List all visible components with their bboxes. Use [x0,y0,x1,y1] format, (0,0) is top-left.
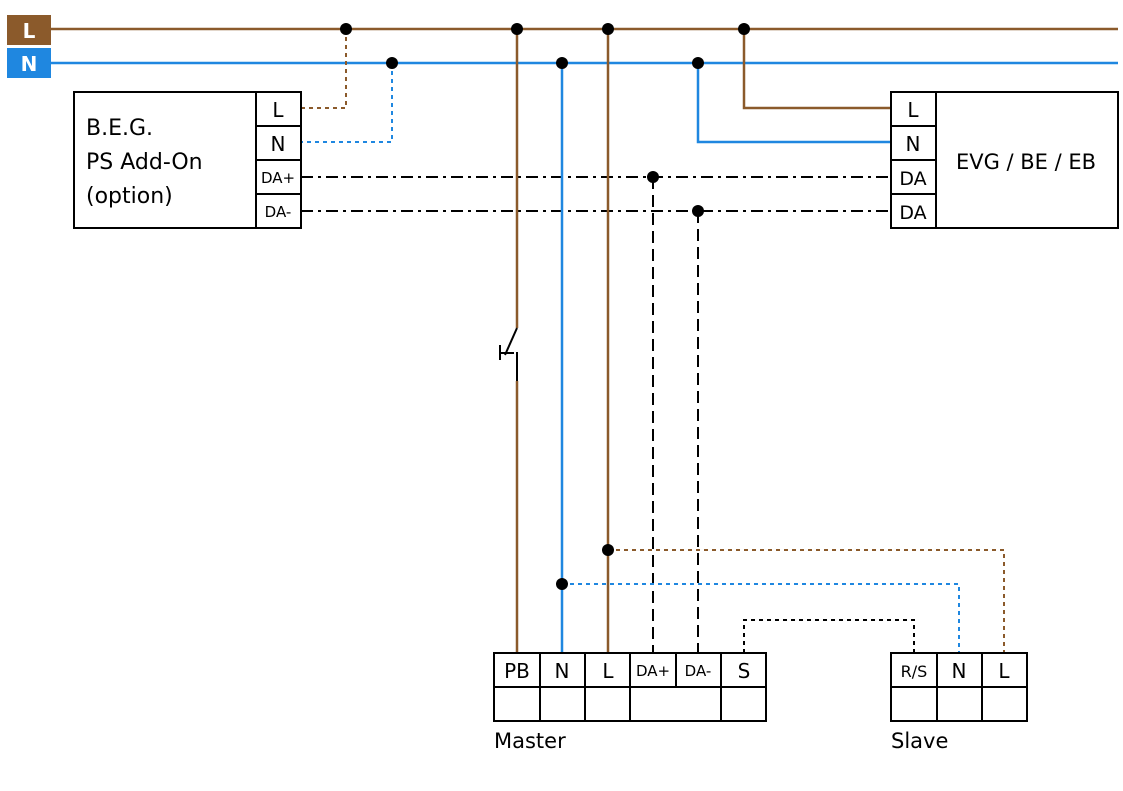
junction-dot [647,171,659,183]
pushbutton-switch-icon [504,327,518,356]
evg-terminal-da: DA [899,168,926,190]
bus-l-label: L [23,19,36,43]
evg-l-wire [742,29,891,110]
slave-rs-wire [743,619,915,653]
junction-dot [602,544,614,556]
ps-addon-terminal-da-minus: DA- [265,203,292,221]
bus-n-badge [7,48,51,78]
ps-addon-name-line1: B.E.G. [86,116,153,141]
junction-dot [340,23,352,35]
evg-title: EVG / BE / EB [956,150,1096,174]
junction-dot [556,57,568,69]
junction-dot [556,578,568,590]
evg-terminal-n: N [906,132,921,156]
master-terminal-s: S [738,659,751,683]
bus-l-badge [7,15,51,45]
master-terminal-l: L [602,659,614,683]
slave-terminal-l: L [998,659,1010,683]
ps-addon-name-line3: (option) [86,184,173,209]
junction-dot [692,57,704,69]
ps-addon-terminal-da-plus: DA+ [261,169,295,187]
junction-dot [386,57,398,69]
slave-terminal-rs: R/S [901,662,928,681]
junction-dot [692,205,704,217]
slave-terminal-n: N [952,659,967,683]
ps-addon-name-line2: PS Add-On [86,150,203,175]
junction-dot [602,23,614,35]
evg-n-wire [696,63,891,144]
slave-l-wire [608,549,1005,653]
evg-terminal-da: DA [899,202,926,224]
slave-label: Slave [891,729,948,753]
ps-n-wire [301,63,393,143]
junction-dot [738,23,750,35]
master-terminal-pb: PB [504,659,530,683]
ps-addon-terminal-n: N [271,132,286,156]
ps-l-wire [301,29,347,109]
master-terminal-n: N [555,659,570,683]
bus-n-label: N [21,52,38,76]
ps-addon-terminal-l: L [272,98,284,122]
evg-terminal-l: L [907,98,919,122]
slave-n-wire [562,583,960,653]
master-label: Master [494,729,566,753]
junction-dot [511,23,523,35]
master-terminal-da-minus: DA- [685,662,712,680]
master-terminal-da-plus: DA+ [636,662,670,680]
